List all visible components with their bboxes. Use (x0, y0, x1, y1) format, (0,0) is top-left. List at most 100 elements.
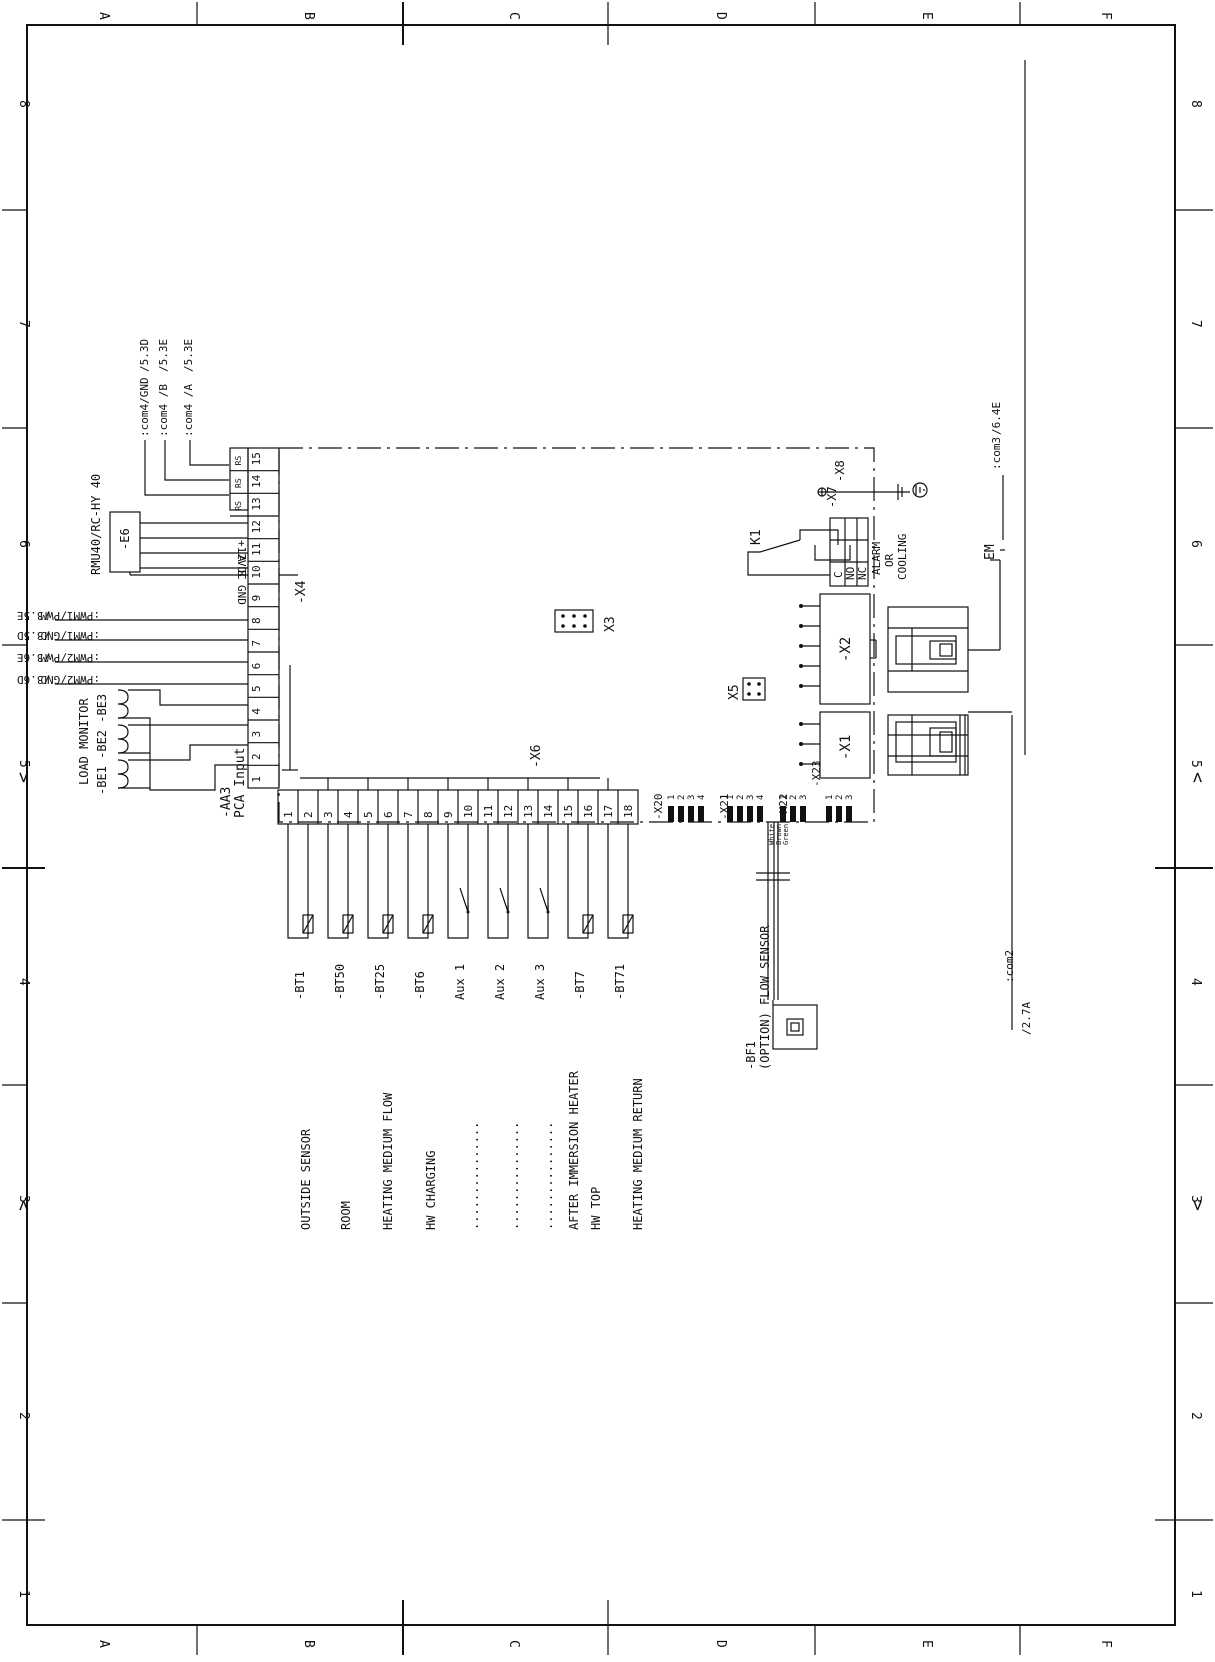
e6-module (109, 511, 141, 573)
sensor-label-6: Aux 3 (533, 964, 547, 1000)
x6-terminal-10: 10 (462, 805, 475, 818)
x20-pin-1 (668, 806, 674, 822)
description-2: HEATING MEDIUM FLOW (381, 1092, 395, 1230)
flow-sensor-box (772, 1004, 818, 1050)
ntc-resistor-1 (342, 914, 354, 934)
x4-terminal-13: 13 (250, 497, 263, 510)
x22-pin-2 (790, 806, 796, 822)
x20-pin-num-4: 4 (697, 795, 707, 800)
pwm2-pwm-ref: /3.6E (17, 651, 50, 664)
load-monitor-label: LOAD MONITOR (77, 698, 91, 785)
x22-pin-num-3: 3 (799, 795, 809, 800)
x6-terminal-13: 13 (522, 805, 535, 818)
x4-terminal-3: 3 (250, 731, 263, 738)
e6-module-label: RMU40/RC-HY 40 (89, 474, 103, 575)
x21-pin-num-2: 2 (736, 795, 746, 800)
em-label: EM (983, 544, 998, 560)
flow-sensor: -BF1 (OPTION) FLOW SENSOR White Brown Gr… (744, 822, 818, 1070)
x4-terminal-15: 15 (250, 452, 263, 465)
com4-a-ref: /5.3E (182, 339, 195, 372)
zone-row-1-left: 1 (16, 1590, 31, 1598)
x6-terminal-7: 7 (402, 811, 415, 818)
x6-terminal-1: 1 (282, 811, 295, 818)
x22-wire-green: Green (782, 824, 790, 845)
com2-ref: /2.7A (1020, 1002, 1033, 1035)
x5-label: X5 (727, 684, 742, 700)
ntc-resistor-0 (302, 914, 314, 934)
x6-terminal-11: 11 (482, 805, 495, 818)
x4-terminal-12: 12 (250, 520, 263, 533)
x21-pin-3 (747, 806, 753, 822)
zone-row-2-right: 2 (1188, 1412, 1203, 1420)
zone-row-7-left: 7 (16, 320, 31, 328)
x6-terminal-8: 8 (422, 811, 435, 818)
x6-terminal-4: 4 (342, 811, 355, 818)
zone-col-C-top: C (506, 12, 521, 20)
x8-label: -X8 (833, 460, 847, 482)
sensor-loop-3 (407, 824, 429, 939)
x22-pin-num-1: 1 (779, 795, 789, 800)
alarm-line-1: ALARM (870, 542, 883, 575)
description-4: ............... (467, 1122, 481, 1230)
outer-border (26, 24, 1176, 1626)
x2-plug: EM (887, 544, 1005, 693)
board-name: PCA Input (233, 748, 248, 818)
sig-12vdc: +12VDC (235, 540, 248, 580)
zone-col-E-bottom: E (919, 1640, 934, 1648)
relay-c: C (832, 571, 845, 578)
x20-pin-3 (688, 806, 694, 822)
x4-terminal-6: 6 (250, 663, 263, 670)
x6-terminal-17: 17 (602, 805, 615, 818)
x4-terminal-8: 8 (250, 617, 263, 624)
x21-pin-num-4: 4 (756, 795, 766, 800)
x20-pin-num-1: 1 (667, 795, 677, 800)
zone-col-C-bottom: C (506, 1640, 521, 1648)
com3-ref: /6.4E (990, 402, 1003, 435)
x4-terminal-9: 9 (250, 595, 263, 602)
switch-6 (539, 887, 549, 913)
pwm1-pwm-ref: /3.5E (17, 609, 50, 622)
x7-label: -X7 (825, 486, 839, 508)
sensor-loop-2 (367, 824, 389, 939)
rs-label-2: RS (234, 501, 243, 511)
sensor-loop-8 (607, 824, 629, 939)
x22-pin-1 (780, 806, 786, 822)
x6-label: -X6 (529, 745, 544, 768)
zone-row-5-left: 5 (16, 760, 31, 768)
flow-sensor-label: (OPTION) FLOW SENSOR (758, 925, 772, 1070)
x6-terminal-2: 2 (302, 811, 315, 818)
x4-terminal-4: 4 (250, 708, 263, 715)
ntc-resistor-8 (622, 914, 634, 934)
x6-terminal-3: 3 (322, 811, 335, 818)
sensor-label-4: Aux 1 (453, 964, 467, 1000)
x20-pin-num-3: 3 (687, 795, 697, 800)
x6-terminal-9: 9 (442, 811, 455, 818)
x6-terminal-15: 15 (562, 805, 575, 818)
sensor-label-2: -BT25 (373, 964, 387, 1000)
x22-pin-num-2: 2 (789, 795, 799, 800)
com2-text: :com2 (1003, 950, 1016, 983)
x4-wiring: :com4/GND /5.3D :com4 /B /5.3E :com4 /A … (17, 339, 248, 795)
x6-terminal-6: 6 (382, 811, 395, 818)
zone-arrow-2: < (13, 1200, 34, 1211)
x23-pin-1 (826, 806, 832, 822)
alarm-line-3: COOLING (896, 534, 909, 580)
zone-arrow-3: > (1187, 1200, 1208, 1211)
x21-pin-1 (727, 806, 733, 822)
sensor-label-3: -BT6 (413, 971, 427, 1000)
rs-label-0: RS (234, 456, 243, 466)
sensor-label-0: -BT1 (293, 971, 307, 1000)
relay-k1: C NO NC K1 -X7 ALARM OR COOLING (747, 486, 909, 587)
x2-label: -X2 (838, 637, 854, 662)
x6-terminal-12: 12 (502, 805, 515, 818)
description-3: HW CHARGING (424, 1151, 438, 1230)
x20-pin-num-2: 2 (677, 795, 687, 800)
zone-arrow-1: < (1187, 772, 1208, 783)
com4-a-label: :com4 /A (182, 384, 195, 437)
sensor-loop-0 (287, 824, 309, 939)
